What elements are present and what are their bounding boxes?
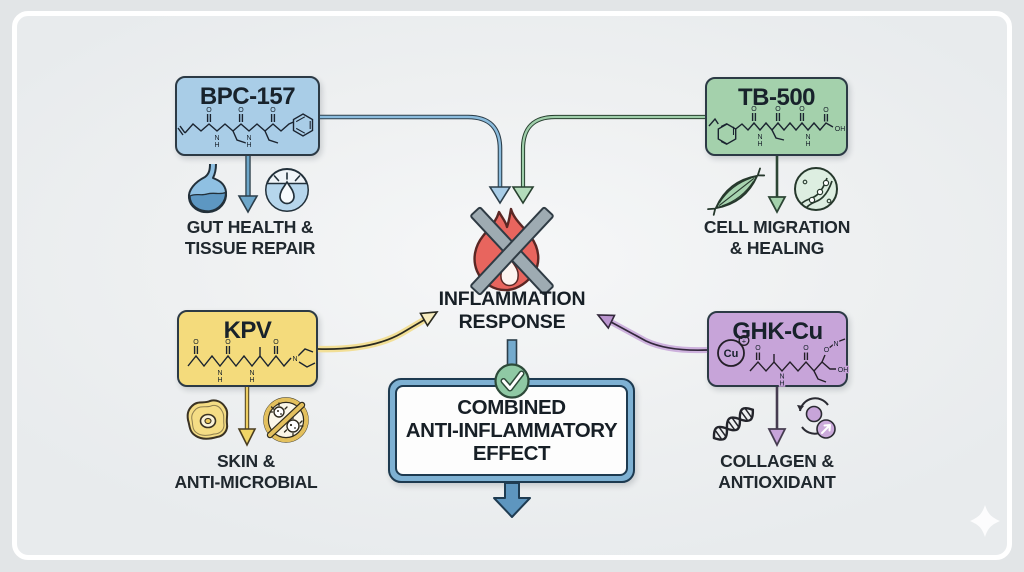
- kpv-title: KPV: [223, 317, 272, 344]
- bpc157-title: BPC-157: [199, 83, 296, 110]
- tb500-effect-label: CELL MIGRATION & HEALING: [703, 217, 851, 258]
- bpc157-box: BPC-157: [175, 76, 320, 156]
- combined-line2: ANTI-INFLAMMATORY: [405, 419, 618, 442]
- ghkcu-box: GHK-Cu: [707, 311, 848, 387]
- ghkcu-effect-label: COLLAGEN & ANTIOXIDANT: [718, 451, 836, 492]
- tb500-title: TB-500: [737, 84, 816, 111]
- kpv-effect-label: SKIN & ANTI-MICROBIAL: [174, 451, 318, 492]
- tb500-box: TB-500: [705, 77, 848, 156]
- combined-effect-box: COMBINED ANTI-INFLAMMATORY EFFECT: [388, 378, 635, 483]
- combined-line3: EFFECT: [472, 442, 551, 465]
- bpc157-effect-label: GUT HEALTH & TISSUE REPAIR: [184, 217, 316, 258]
- combined-line1: COMBINED: [457, 396, 566, 419]
- ghkcu-title: GHK-Cu: [732, 318, 823, 345]
- kpv-box: KPV: [177, 310, 318, 387]
- inflammation-response-label: INFLAMMATION RESPONSE: [438, 288, 586, 333]
